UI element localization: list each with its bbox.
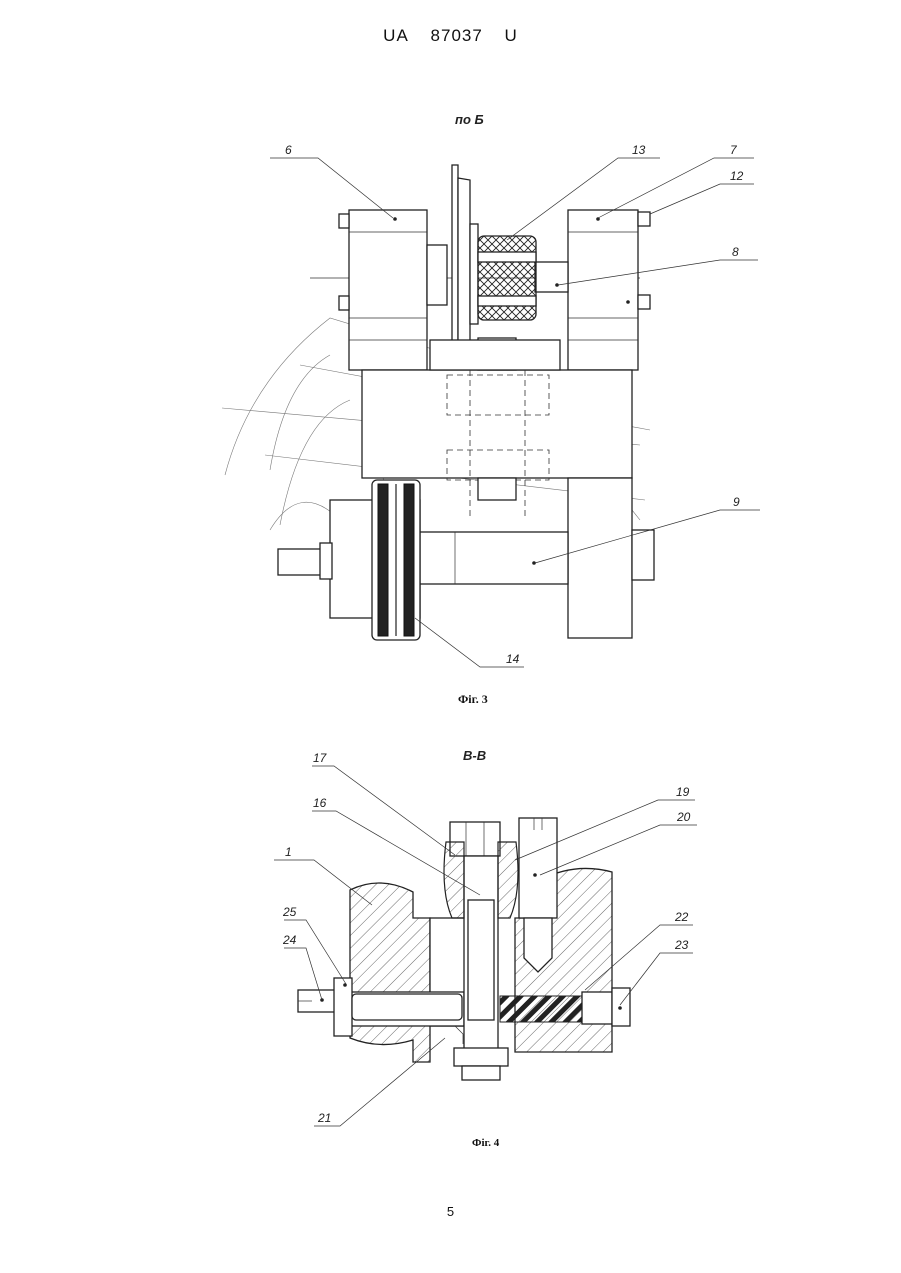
label-8: 8: [732, 245, 739, 259]
label-17: 17: [313, 751, 328, 765]
part-22-spring: [500, 996, 582, 1022]
fig4-view-label: В-В: [463, 748, 486, 763]
part-13-knurled-roller: [478, 236, 536, 320]
label-13: 13: [632, 143, 646, 157]
part-14-pulley: [372, 480, 420, 640]
label-24: 24: [282, 933, 297, 947]
label-16: 16: [313, 796, 327, 810]
label-12: 12: [730, 169, 744, 183]
label-1: 1: [285, 845, 292, 859]
label-14: 14: [506, 652, 520, 666]
fig4-caption: Фіг. 4: [472, 1137, 499, 1149]
page-number: 5: [0, 1204, 901, 1219]
label-7: 7: [730, 143, 738, 157]
label-25: 25: [282, 905, 297, 919]
label-23: 23: [674, 938, 689, 952]
part-6-bearing-block: [339, 210, 427, 370]
label-22: 22: [674, 910, 689, 924]
part-23-plug: [582, 988, 630, 1026]
label-9: 9: [733, 495, 740, 509]
frame-body: [278, 338, 654, 638]
label-21: 21: [317, 1111, 331, 1125]
label-19: 19: [676, 785, 690, 799]
part-19-20-pin: [519, 818, 557, 972]
label-6: 6: [285, 143, 292, 157]
label-20: 20: [676, 810, 691, 824]
part-7-bearing-block: [568, 210, 650, 370]
fig3-caption: Фіг. 3: [458, 692, 488, 707]
